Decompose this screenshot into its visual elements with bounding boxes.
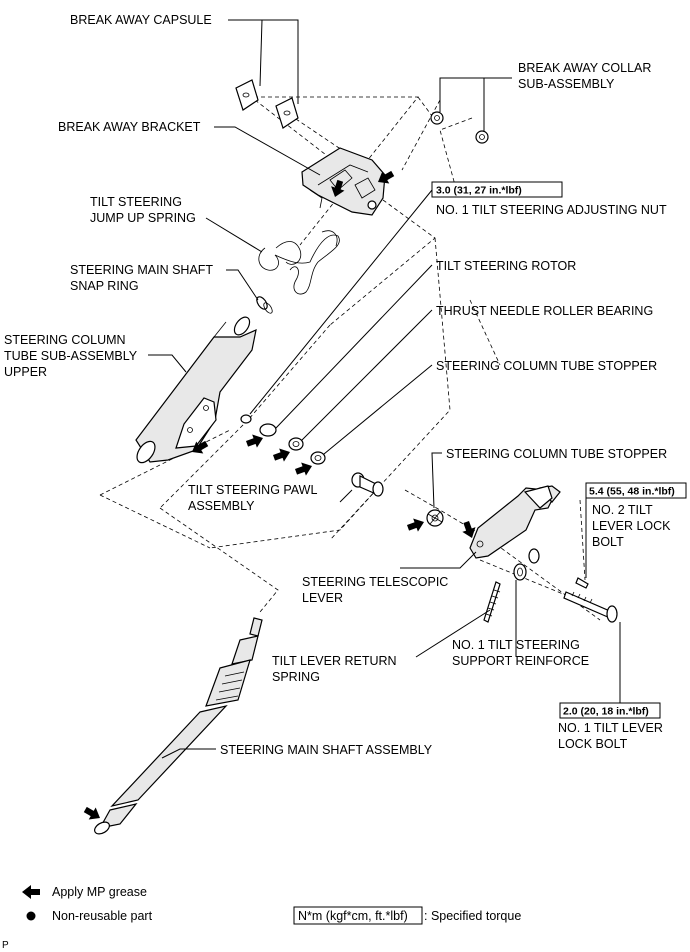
label-no1-lock-bolt: NO. 1 TILT LEVER (558, 721, 663, 735)
tilt-pawl-part (351, 472, 384, 497)
label-telescopic-lever: STEERING TELESCOPIC (302, 575, 448, 589)
no2-lock-bolt-part (575, 577, 589, 589)
grease-arrow-icon (293, 459, 315, 479)
label-tilt-pawl: ASSEMBLY (188, 499, 255, 513)
grease-arrow-icon (22, 885, 40, 899)
torque-no1-lock-bolt: 2.0 (20, 18 in.*lbf) (563, 706, 649, 718)
label-break-away-collar: SUB-ASSEMBLY (518, 77, 615, 91)
label-break-away-capsule: BREAK AWAY CAPSULE (70, 13, 212, 27)
torque-specs: 3.0 (31, 27 in.*lbf) 5.4 (55, 48 in.*lbf… (431, 181, 687, 719)
label-thrust-bearing: THRUST NEEDLE ROLLER BEARING (436, 304, 653, 318)
label-telescopic-lever: LEVER (302, 591, 343, 605)
label-return-spring: SPRING (272, 670, 320, 684)
non-reusable-dot-icon (26, 911, 36, 921)
label-adjusting-nut: NO. 1 TILT STEERING ADJUSTING NUT (436, 203, 667, 217)
legend-mp-grease: Apply MP grease (52, 885, 147, 899)
label-no2-lock-bolt: NO. 2 TILT (592, 503, 653, 517)
label-tilt-rotor: TILT STEERING ROTOR (436, 259, 576, 273)
label-tube-stopper-lower: STEERING COLUMN TUBE STOPPER (446, 447, 667, 461)
tilt-rotor-part (259, 423, 277, 437)
grease-arrow-icon (405, 515, 427, 535)
tube-stopper-lower-part (426, 509, 444, 527)
legend-non-reusable: Non-reusable part (52, 909, 153, 923)
torque-no2-lock-bolt: 5.4 (55, 48 in.*lbf) (589, 486, 675, 498)
break-away-collar-parts (430, 111, 489, 144)
label-support-reinforce: NO. 1 TILT STEERING (452, 638, 580, 652)
label-snap-ring: STEERING MAIN SHAFT (70, 263, 213, 277)
adjusting-nut-part (240, 414, 252, 424)
leader-lines (148, 19, 621, 759)
label-no1-lock-bolt: LOCK BOLT (558, 737, 628, 751)
label-tilt-pawl: TILT STEERING PAWL (188, 483, 317, 497)
no1-lock-bolt-part (563, 591, 618, 623)
label-no2-lock-bolt: LEVER LOCK (592, 519, 671, 533)
legend-torque-desc: : Specified torque (424, 909, 521, 923)
label-break-away-bracket: BREAK AWAY BRACKET (58, 120, 201, 134)
label-return-spring: TILT LEVER RETURN (272, 654, 397, 668)
return-spring-part (483, 581, 501, 623)
corner-mark: P (2, 940, 9, 951)
support-reinforce-part (513, 548, 540, 581)
label-column-tube: STEERING COLUMN (4, 333, 126, 347)
label-column-tube: UPPER (4, 365, 47, 379)
label-tilt-jump-spring: JUMP UP SPRING (90, 211, 196, 225)
thrust-bearing-part (288, 437, 304, 451)
grease-arrow-icon (81, 803, 104, 825)
label-snap-ring: SNAP RING (70, 279, 139, 293)
break-away-capsule-parts (235, 79, 299, 129)
column-tube-part (135, 316, 257, 464)
break-away-bracket-part (301, 147, 386, 216)
label-column-tube: TUBE SUB-ASSEMBLY (4, 349, 138, 363)
label-break-away-collar: BREAK AWAY COLLAR (518, 61, 651, 75)
part-labels: BREAK AWAY CAPSULE BREAK AWAY COLLAR SUB… (4, 13, 671, 757)
label-main-shaft: STEERING MAIN SHAFT ASSEMBLY (220, 743, 433, 757)
grease-arrow-icon (271, 445, 293, 465)
telescopic-lever-part (469, 485, 561, 559)
legend-torque-unit: N*m (kgf*cm, ft.*lbf) (298, 909, 408, 923)
legend: Apply MP grease Non-reusable part N*m (k… (2, 885, 521, 951)
main-shaft-part (94, 617, 263, 835)
torque-adjusting-nut: 3.0 (31, 27 in.*lbf) (436, 185, 522, 197)
tube-stopper-upper-part (310, 451, 326, 465)
label-no2-lock-bolt: BOLT (592, 535, 624, 549)
label-support-reinforce: SUPPORT REINFORCE (452, 654, 589, 668)
snap-ring-part (256, 296, 273, 314)
assembly-dash-lines (99, 96, 601, 621)
label-tube-stopper-upper: STEERING COLUMN TUBE STOPPER (436, 359, 657, 373)
label-tilt-jump-spring: TILT STEERING (90, 195, 182, 209)
tilt-jump-up-spring-part (258, 230, 340, 295)
